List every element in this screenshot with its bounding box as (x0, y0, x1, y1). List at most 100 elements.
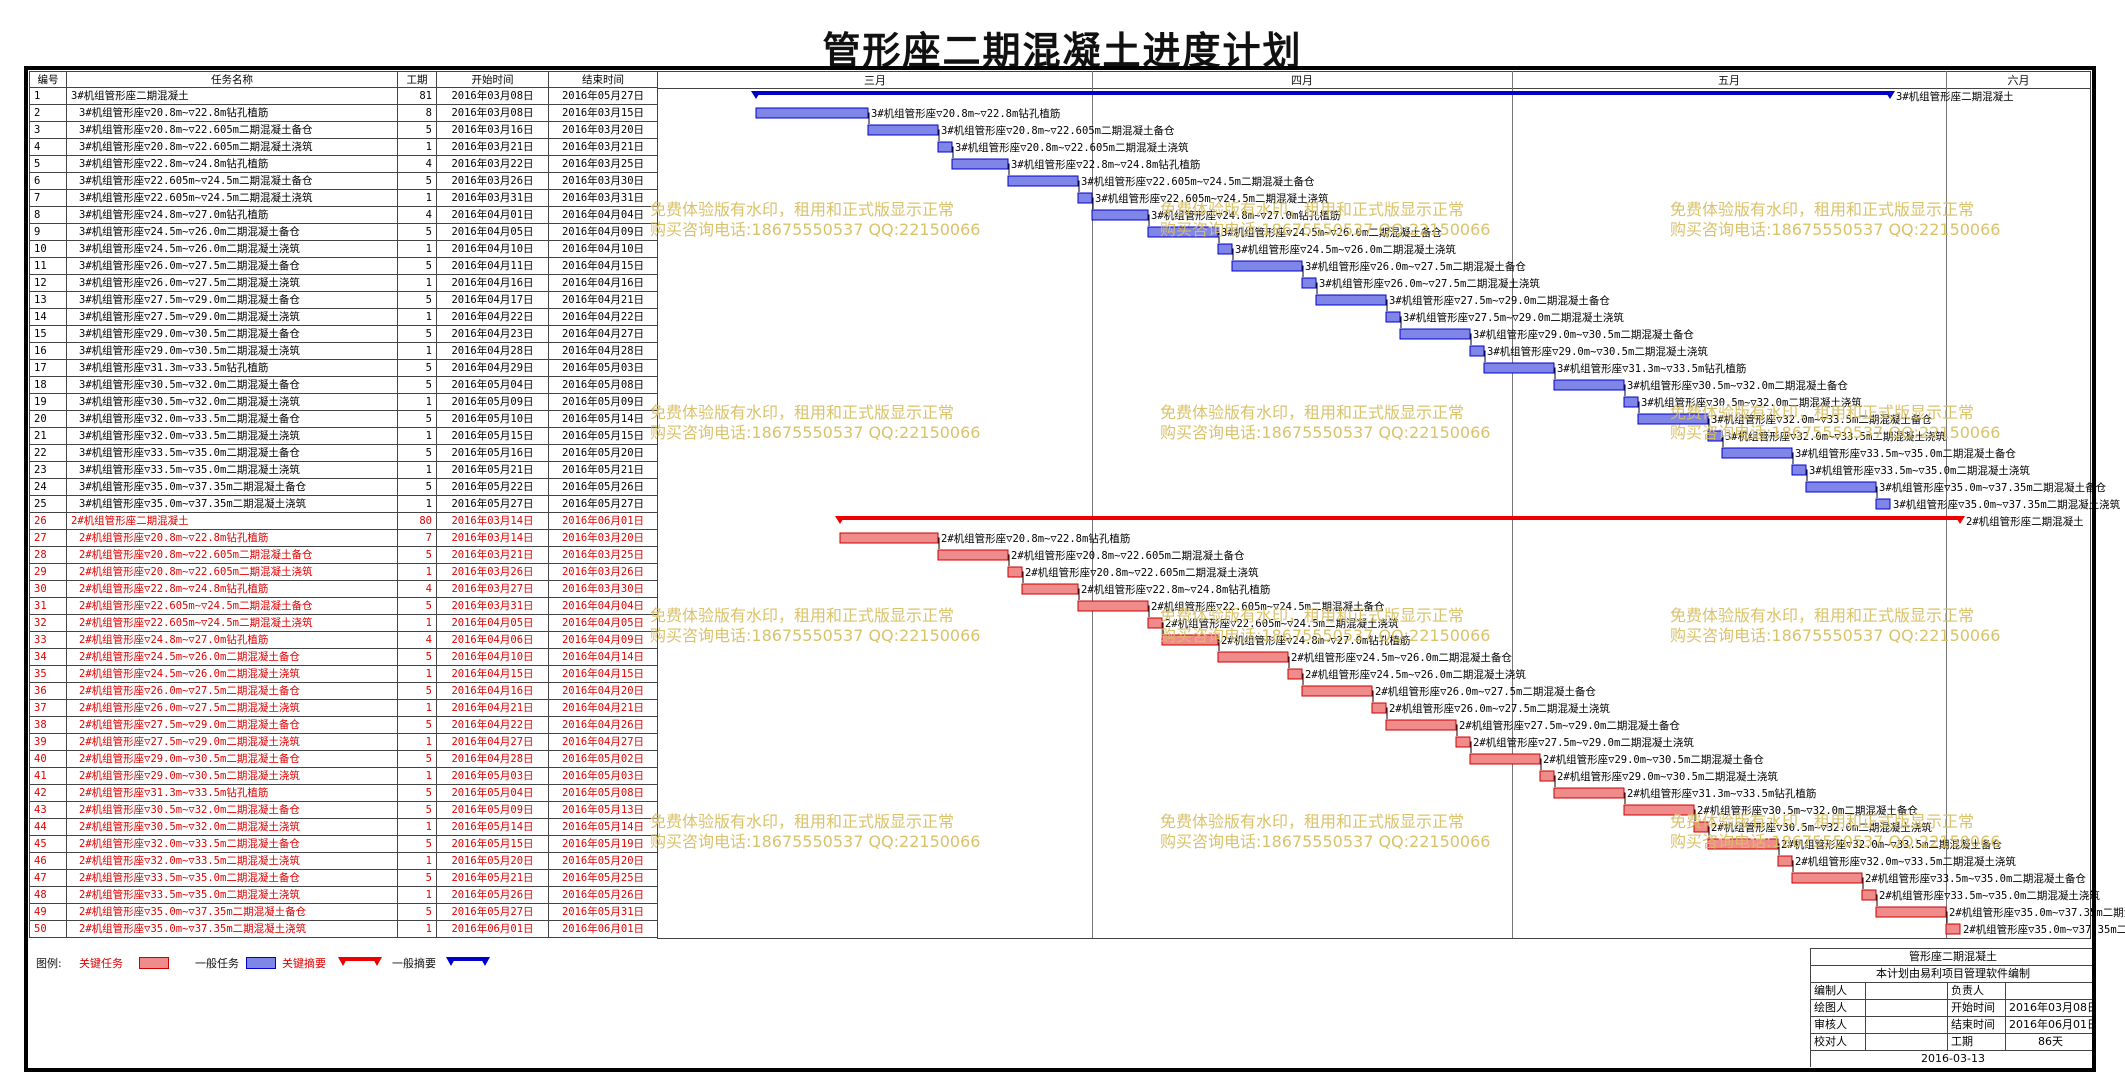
summary-end-marker (1885, 91, 1895, 99)
bar-label: 3#机组管形座▽29.0m~▽30.5m二期混凝土备仓 (1473, 328, 1694, 341)
bar-label: 3#机组管形座▽24.8m~▽27.0m钻孔植筋 (1151, 209, 1340, 222)
cell-id: 1 (29, 88, 67, 105)
cell-duration: 5 (398, 326, 437, 343)
cell-start: 2016年05月16日 (437, 445, 549, 462)
cell-end: 2016年05月08日 (549, 377, 658, 394)
cell-name: 2#机组管形座▽32.0m~▽33.5m二期混凝土浇筑 (67, 853, 398, 870)
cell-id: 31 (29, 598, 67, 615)
cell-start: 2016年03月22日 (437, 156, 549, 173)
bar-label: 2#机组管形座▽32.0m~▽33.5m二期混凝土备仓 (1781, 838, 2002, 851)
cell-end: 2016年05月13日 (549, 802, 658, 819)
bar-label: 3#机组管形座▽31.3m~▽33.5m钻孔植筋 (1557, 362, 1746, 375)
cell-start: 2016年04月22日 (437, 717, 549, 734)
cell-duration: 1 (398, 343, 437, 360)
cell-name: 2#机组管形座▽24.5m~▽26.0m二期混凝土备仓 (67, 649, 398, 666)
cell-duration: 8 (398, 105, 437, 122)
cell-end: 2016年05月31日 (549, 904, 658, 921)
cell-id: 45 (29, 836, 67, 853)
info-value (1865, 982, 1947, 999)
bar-label: 2#机组管形座▽27.5m~▽29.0m二期混凝土浇筑 (1473, 736, 1694, 749)
cell-end: 2016年03月20日 (549, 530, 658, 547)
cell-duration: 5 (398, 547, 437, 564)
watermark-line1: 免费体验版有水印，租用和正式版显示正常 (1670, 606, 1975, 625)
cell-start: 2016年03月14日 (437, 513, 549, 530)
cell-id: 37 (29, 700, 67, 717)
bar-label: 2#机组管形座▽27.5m~▽29.0m二期混凝土备仓 (1459, 719, 1680, 732)
watermark-line2: 购买咨询电话:18675550537 QQ:22150066 (650, 220, 981, 239)
task-bar (1875, 906, 1947, 918)
watermark-line2: 购买咨询电话:18675550537 QQ:22150066 (1160, 626, 1491, 645)
cell-id: 26 (29, 513, 67, 530)
cell-duration: 1 (398, 853, 437, 870)
cell-duration: 5 (398, 836, 437, 853)
dependency-link (1386, 299, 1388, 311)
cell-end: 2016年05月14日 (549, 411, 658, 428)
cell-end: 2016年03月31日 (549, 190, 658, 207)
cell-end: 2016年04月27日 (549, 326, 658, 343)
cell-name: 3#机组管形座▽29.0m~▽30.5m二期混凝土备仓 (67, 326, 398, 343)
cell-id: 18 (29, 377, 67, 394)
task-bar (1315, 294, 1387, 306)
cell-name: 3#机组管形座▽30.5m~▽32.0m二期混凝土备仓 (67, 377, 398, 394)
cell-start: 2016年05月27日 (437, 496, 549, 513)
info-label: 结束时间 (1947, 1016, 2005, 1033)
cell-duration: 1 (398, 700, 437, 717)
cell-end: 2016年03月30日 (549, 581, 658, 598)
column-header-duration: 工期 (398, 71, 437, 88)
cell-duration: 80 (398, 513, 437, 530)
cell-id: 22 (29, 445, 67, 462)
dependency-link (1008, 163, 1010, 175)
cell-duration: 1 (398, 921, 437, 938)
bar-label: 2#机组管形座二期混凝土 (1966, 515, 2084, 528)
task-bar (839, 532, 939, 544)
task-bar (1287, 668, 1303, 680)
info-label: 工期 (1947, 1033, 2005, 1050)
cell-start: 2016年03月27日 (437, 581, 549, 598)
bar-label: 2#机组管形座▽30.5m~▽32.0m二期混凝土备仓 (1697, 804, 1918, 817)
bar-label: 3#机组管形座▽24.5m~▽26.0m二期混凝土浇筑 (1235, 243, 1456, 256)
info-label: 审核人 (1810, 1016, 1865, 1033)
cell-end: 2016年05月20日 (549, 445, 658, 462)
task-bar (1455, 736, 1471, 748)
cell-start: 2016年03月16日 (437, 122, 549, 139)
cell-end: 2016年05月03日 (549, 768, 658, 785)
info-software-note: 本计划由易利项目管理软件编制 (1810, 965, 2092, 982)
bar-label: 3#机组管形座▽20.8m~▽22.8m钻孔植筋 (871, 107, 1060, 120)
dependency-link (1876, 894, 1878, 906)
dependency-link (868, 112, 870, 124)
cell-id: 17 (29, 360, 67, 377)
bar-label: 2#机组管形座▽20.8m~▽22.605m二期混凝土备仓 (1011, 549, 1245, 562)
summary-bar (840, 516, 1960, 520)
cell-end: 2016年03月25日 (549, 156, 658, 173)
info-value: 2016年06月01日 (2005, 1016, 2092, 1033)
cell-duration: 1 (398, 190, 437, 207)
cell-end: 2016年05月21日 (549, 462, 658, 479)
watermark-line2: 购买咨询电话:18675550537 QQ:22150066 (1160, 423, 1491, 442)
bar-label: 3#机组管形座▽35.0m~▽37.35m二期混凝土浇筑 (1893, 498, 2121, 511)
legend-normal-task-swatch (246, 957, 276, 969)
info-value: 2016年03月08日 (2005, 999, 2092, 1016)
cell-start: 2016年03月26日 (437, 173, 549, 190)
cell-end: 2016年05月26日 (549, 887, 658, 904)
dependency-link (1162, 622, 1164, 634)
cell-id: 8 (29, 207, 67, 224)
cell-end: 2016年03月15日 (549, 105, 658, 122)
cell-duration: 5 (398, 479, 437, 496)
legend-critical-summary-swatch (338, 957, 382, 972)
column-header-end: 结束时间 (549, 71, 658, 88)
cell-name: 2#机组管形座▽26.0m~▽27.5m二期混凝土浇筑 (67, 700, 398, 717)
cell-start: 2016年04月11日 (437, 258, 549, 275)
cell-name: 3#机组管形座▽24.5m~▽26.0m二期混凝土备仓 (67, 224, 398, 241)
task-bar (1553, 379, 1625, 391)
cell-duration: 5 (398, 598, 437, 615)
cell-name: 2#机组管形座▽20.8m~▽22.605m二期混凝土备仓 (67, 547, 398, 564)
task-bar (1399, 328, 1471, 340)
bar-label: 2#机组管形座▽26.0m~▽27.5m二期混凝土浇筑 (1389, 702, 1610, 715)
info-label: 开始时间 (1947, 999, 2005, 1016)
watermark-line2: 购买咨询电话:18675550537 QQ:22150066 (1160, 832, 1491, 851)
task-bar (1217, 243, 1233, 255)
cell-end: 2016年03月30日 (549, 173, 658, 190)
dependency-link (1372, 690, 1374, 702)
cell-end: 2016年03月26日 (549, 564, 658, 581)
cell-end: 2016年05月27日 (549, 88, 658, 105)
